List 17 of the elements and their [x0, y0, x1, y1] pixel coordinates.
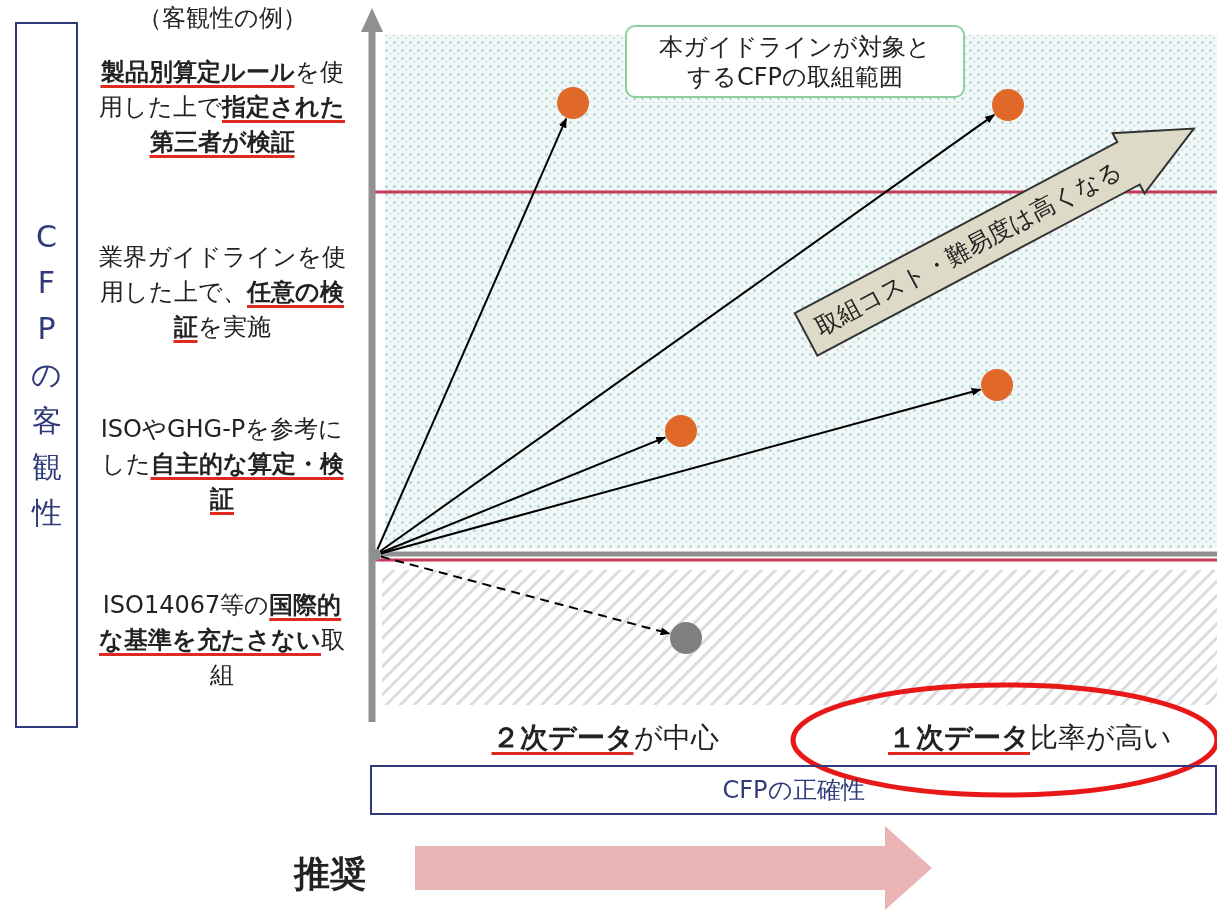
scope-box: 本ガイドラインが対象とするCFPの取組範囲 [625, 25, 965, 98]
section-heading: （客観性の例） [136, 3, 308, 34]
axis-category-label: １次データ比率が高い [887, 720, 1173, 756]
recommendation-text: 推奨 [292, 852, 367, 896]
axis-title-box: CFPの正確性 [370, 765, 1217, 815]
arrow [379, 436, 667, 554]
criteria-text: 製品別算定ルールを使用した上で指定された第三者が検証 [98, 57, 346, 158]
dashed-arrow [379, 555, 671, 636]
arrow [379, 388, 982, 555]
axis-title-box: CFPの客観性 [15, 22, 78, 728]
criteria-text: ISOやGHG-Pを参考にした自主的な算定・検証 [99, 414, 345, 515]
arrow [378, 113, 996, 553]
criteria-text: 業界ガイドラインを使用した上で、任意の検証を実施 [97, 242, 347, 343]
criteria-text: ISO14067等の国際的な基準を充たさない取組 [98, 590, 346, 691]
block-arrow: 取組コスト・難易度は高くなる [793, 127, 1196, 357]
arrow [376, 117, 568, 551]
axis-category-label: ２次データが中心 [490, 720, 720, 756]
